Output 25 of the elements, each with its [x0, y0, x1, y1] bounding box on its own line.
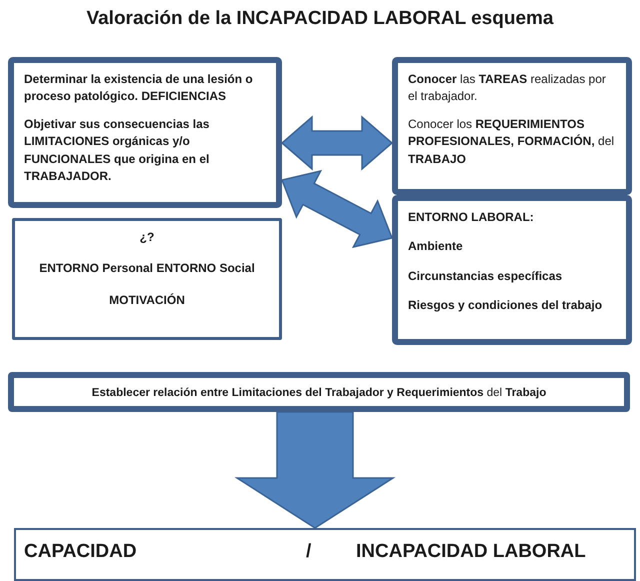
box-text: /: [306, 540, 312, 564]
block-arrow: [234, 411, 396, 529]
box-text: MOTIVACIÓN: [108, 292, 186, 309]
box-text: Circunstancias específicas: [408, 268, 564, 285]
box-text: Objetivar sus consecuencias las LIMITACIONES orgánicas y/o FUNCIONALES que origina en el TRABAJADOR.: [24, 116, 210, 185]
diagram-title: Valoración de la INCAPACIDAD LABORAL esquema: [85, 8, 554, 30]
text-box: [8, 57, 282, 208]
block-arrow: [280, 170, 394, 248]
text-box: [392, 57, 632, 195]
box-text: Determinar la existencia de una lesión o proceso patológico. DEFICIENCIAS: [24, 71, 254, 106]
box-text: ¿?: [138, 229, 156, 246]
text-box: [8, 372, 630, 412]
text-box: [12, 218, 282, 340]
box-text: CAPACIDAD: [24, 540, 137, 564]
text-box: [392, 195, 632, 345]
text-box: [14, 528, 636, 581]
box-text: Establecer relación entre Limitaciones del Trabajador y Requerimientos del Trabajo: [90, 386, 548, 401]
block-arrow: [280, 115, 394, 171]
box-text: ENTORNO Personal ENTORNO Social: [38, 260, 256, 278]
box-text: Conocer las TAREAS realizadas por el trabajador.: [408, 71, 607, 106]
box-text: Conocer los REQUERIMIENTOS PROFESIONALES, FORMACIÓN, del TRABAJO: [408, 116, 616, 168]
box-text: INCAPACIDAD LABORAL: [356, 540, 586, 564]
box-text: ENTORNO LABORAL:: [408, 209, 535, 226]
box-text: Riesgos y condiciones del trabajo: [408, 297, 604, 314]
box-text: Ambiente: [408, 238, 464, 256]
